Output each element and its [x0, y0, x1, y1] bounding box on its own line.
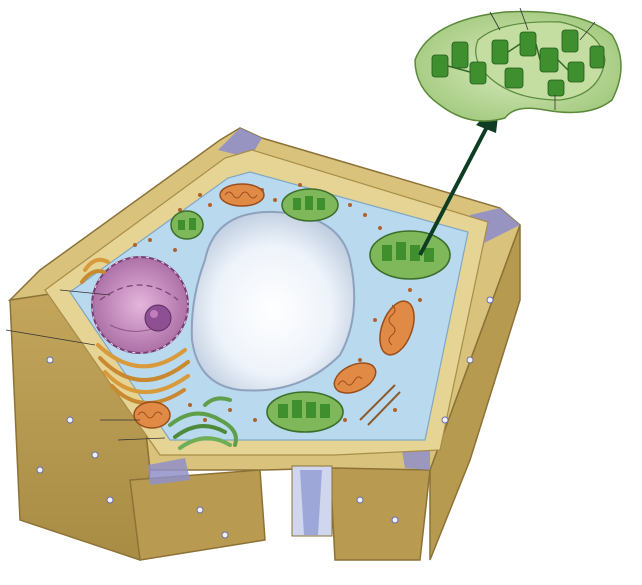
- mitochondrion: [134, 402, 170, 428]
- nucleolus: [145, 305, 171, 331]
- chloroplast-inset: [415, 8, 621, 121]
- central-vacuole: [192, 212, 354, 391]
- nucleus: [92, 257, 188, 353]
- chloroplast: [282, 189, 338, 221]
- chloroplast: [267, 392, 343, 432]
- chloroplast: [370, 231, 450, 279]
- chloroplast: [171, 211, 203, 239]
- mitochondrion: [220, 184, 264, 206]
